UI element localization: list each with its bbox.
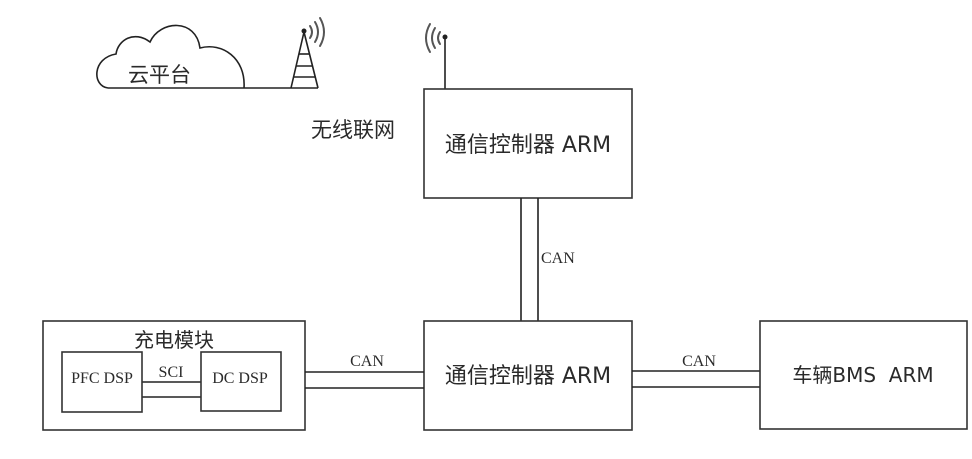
charging-module-box: 充电模块 SCI PFC DSP DC DSP [42, 320, 306, 431]
vehicle-bms-box: 车辆BMS ARM [759, 320, 968, 430]
pfc-dsp-label: PFC DSP [71, 370, 133, 387]
top-controller-label: 通信控制器 ARM [445, 133, 611, 158]
cloud-label: 云平台 [128, 63, 191, 87]
tower-icon [290, 17, 325, 89]
left-can-link: CAN [305, 353, 424, 389]
vertical-can-label: CAN [541, 250, 575, 267]
cloud-icon [96, 24, 245, 89]
cloud-platform: 云平台 [96, 24, 318, 89]
vertical-can-link: CAN [520, 198, 575, 321]
left-can-label: CAN [350, 353, 384, 370]
right-can-link: CAN [632, 353, 760, 388]
vehicle-bms-label: 车辆BMS ARM [792, 363, 933, 387]
dc-dsp-box: DC DSP [200, 351, 282, 412]
charging-module-label: 充电模块 [134, 328, 214, 352]
sci-label: SCI [159, 364, 184, 381]
antenna-icon [425, 23, 448, 89]
bottom-controller-label: 通信控制器 ARM [445, 364, 611, 389]
top-controller-box: 通信控制器 ARM [423, 88, 633, 199]
pfc-dsp-box: PFC DSP [61, 351, 143, 413]
wireless-label: 无线联网 [311, 118, 395, 142]
sci-link: SCI [142, 364, 201, 398]
bottom-controller-box: 通信控制器 ARM [423, 320, 633, 431]
right-can-label: CAN [682, 353, 716, 370]
dc-dsp-label: DC DSP [212, 370, 268, 387]
